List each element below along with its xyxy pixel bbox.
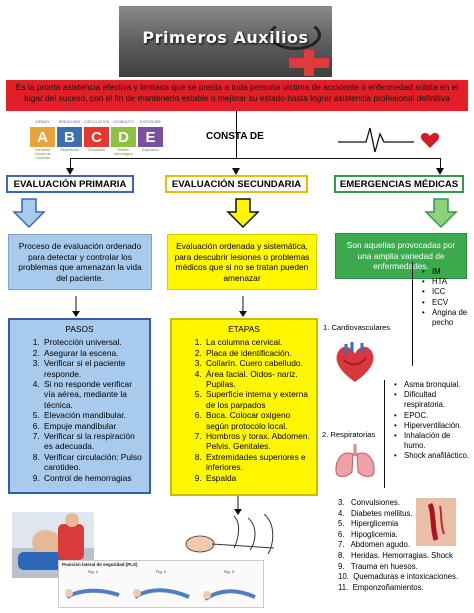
list-item: Protección universal.	[42, 337, 143, 347]
list-item: Verificar circulación: Pulso carotideo.	[42, 452, 143, 473]
fig-label: Fig. 1	[87, 569, 98, 574]
connector-right	[440, 158, 441, 171]
list-item: 5. Hiperglicemia	[338, 519, 399, 529]
list-item: Shock anafiláctico.	[394, 451, 470, 461]
header-banner: Primeros Auxilios	[119, 6, 332, 77]
list-item: 4. Diabetes mellitus.	[338, 508, 413, 518]
recovery-position-figures	[65, 588, 256, 601]
list-item: Espalda	[204, 473, 310, 483]
list-item: Asegurar la escena.	[42, 348, 143, 358]
abcde-sub-label: Exposición	[142, 148, 159, 152]
abcde-letter-b: B	[57, 127, 82, 147]
fig-label: Fig. 2	[155, 569, 166, 574]
connector-left	[70, 158, 71, 171]
list-item: Extremidades superiores e inferiores.	[204, 452, 310, 473]
cardio-list: IM HTA ICC ECV Angina de pecho	[414, 267, 472, 328]
list-item: 6. Hipoglicemia.	[338, 529, 398, 539]
list-item: 3. Convulsiones.	[338, 498, 400, 507]
pasos-title: PASOS	[65, 324, 94, 334]
abcde-letters: A B C D E	[30, 127, 166, 147]
abcde-sub-label: Estado Neurológico	[114, 148, 133, 156]
list-item: HTA	[422, 277, 472, 287]
list-item: Inhalación de humo.	[394, 431, 470, 451]
list-item: EPOC.	[394, 411, 470, 421]
consta-de-label: CONSTA DE	[206, 131, 264, 142]
connector-vertical	[236, 111, 237, 159]
list-item: 7. Abdomen agudo.	[338, 540, 410, 550]
abcde-top-label: BREATHING	[58, 120, 81, 124]
list-item: Control de hemorragias	[42, 473, 143, 483]
abcde-top-label: EXPOSURE	[139, 120, 162, 124]
pasos-list: Protección universal. Asegurar la escena…	[16, 337, 143, 483]
abcde-top-label: CIRCULATION	[84, 120, 110, 124]
abcde-letter-c: C	[84, 127, 109, 147]
list-item: La columna cervical.	[204, 337, 310, 347]
recovery-position-caption: Posición lateral de seguridad (PLS)	[62, 562, 138, 567]
list-item: Collarín. Cuero cabelludo.	[204, 358, 310, 368]
arrow-down-blue-icon	[12, 198, 46, 228]
heartbeat-icon	[338, 127, 440, 153]
category-evaluacion-secundaria: EVALUACIÓN SECUNDARIA	[165, 175, 308, 193]
heart-anatomy-icon	[336, 342, 374, 382]
etapas-box: ETAPAS La columna cervical. Placa de ide…	[170, 318, 318, 496]
page-title: Primeros Auxilios	[142, 28, 309, 47]
resp-brace	[384, 380, 390, 488]
arrow-down-yellow-icon	[226, 198, 260, 228]
list-item: Verificar si el paciente responde.	[42, 358, 143, 379]
definition-bar: Es la pronta asistencia efectiva y limit…	[6, 80, 468, 111]
list-item: 10. Quemaduras e intoxicaciones.	[338, 572, 459, 582]
cpr-illustration	[185, 514, 275, 555]
abcde-sub-labels: Vía aérea Control de Columna Respiración…	[30, 148, 166, 160]
abcde-top-label: AIRWAY	[35, 120, 50, 124]
abcde-top-labels: AIRWAY BREATHING CIRCULATION DISABILITY …	[30, 120, 166, 126]
list-item: Boca. Colocar oxigeno según protocolo lo…	[204, 410, 310, 431]
fig-label: Fig. 3	[223, 569, 234, 574]
category-evaluacion-primaria: EVALUACIÓN PRIMARIA	[6, 175, 134, 193]
connector-horizontal	[70, 158, 440, 159]
list-item: Dificultad respiratoria.	[394, 390, 470, 410]
list-item: 11. Emponzoñamientos.	[338, 582, 424, 592]
list-item: Asma bronquial.	[394, 380, 470, 390]
abcde-sub-label: Circulación	[87, 148, 106, 152]
arrow-down-green-icon	[424, 198, 458, 228]
recovery-position-strip: Posición lateral de seguridad (PLS) Fig.…	[58, 560, 264, 608]
abcde-letter-e: E	[138, 127, 163, 147]
list-item: IM	[422, 267, 472, 277]
red-cross-vertical	[304, 50, 314, 76]
pasos-box: PASOS Protección universal. Asegurar la …	[8, 318, 151, 494]
lungs-icon	[335, 444, 375, 477]
list-item: Hiperventilación.	[394, 421, 470, 431]
category-emergencias-medicas: EMERGENCIAS MÉDICAS	[334, 175, 464, 193]
abcde-sub-label: Vía aérea Control de Columna	[34, 148, 51, 160]
abcde-top-label: DISABILITY	[113, 120, 134, 124]
list-item: Angina de pecho	[422, 308, 472, 328]
abcde-letter-a: A	[30, 127, 55, 147]
list-item: Placa de identificación.	[204, 348, 310, 358]
description-primaria: Proceso de evaluación ordenado para dete…	[8, 234, 152, 290]
stethoscope-icon	[269, 20, 321, 50]
description-secundaria: Evaluación ordenada y sistemática, para …	[167, 234, 317, 290]
list-item: Hombros y torax. Abdomen. Pelvis. Genita…	[204, 431, 310, 452]
list-item: 8. Heridas. Hemorragias. Shock	[338, 550, 453, 560]
cardio-label: 1. Cardiovasculares	[323, 323, 391, 332]
wound-image	[416, 498, 456, 546]
list-item: ECV	[422, 298, 472, 308]
cardio-brace	[412, 262, 418, 366]
etapas-list: La columna cervical. Placa de identifica…	[178, 337, 310, 483]
list-item: ICC	[422, 287, 472, 297]
abcde-letter-d: D	[111, 127, 136, 147]
resp-label: 2. Respiratorias	[322, 430, 376, 439]
list-item: Superficie interna y externa de los parp…	[204, 389, 310, 410]
abcde-graphic: AIRWAY BREATHING CIRCULATION DISABILITY …	[30, 120, 166, 162]
list-item: Elevación mandibular.	[42, 410, 143, 420]
list-item: Empuje mandibular	[42, 421, 143, 431]
list-item: Verificar si la respiración es adecuada.	[42, 431, 143, 452]
etapas-title: ETAPAS	[228, 324, 260, 334]
resp-list: Asma bronquial. Dificultad respiratoria.…	[386, 380, 470, 462]
abcde-sub-label: Respiración	[60, 148, 79, 152]
emergencias-otras-list: 3. Convulsiones. 4. Diabetes mellitus. 5…	[338, 498, 470, 593]
list-item: Si no responde verificar vía aérea, medi…	[42, 379, 143, 410]
list-item: Área facial. Oidos- nariz. Pupilas.	[204, 369, 310, 390]
list-item: 9. Trauma en huesos.	[338, 561, 418, 571]
